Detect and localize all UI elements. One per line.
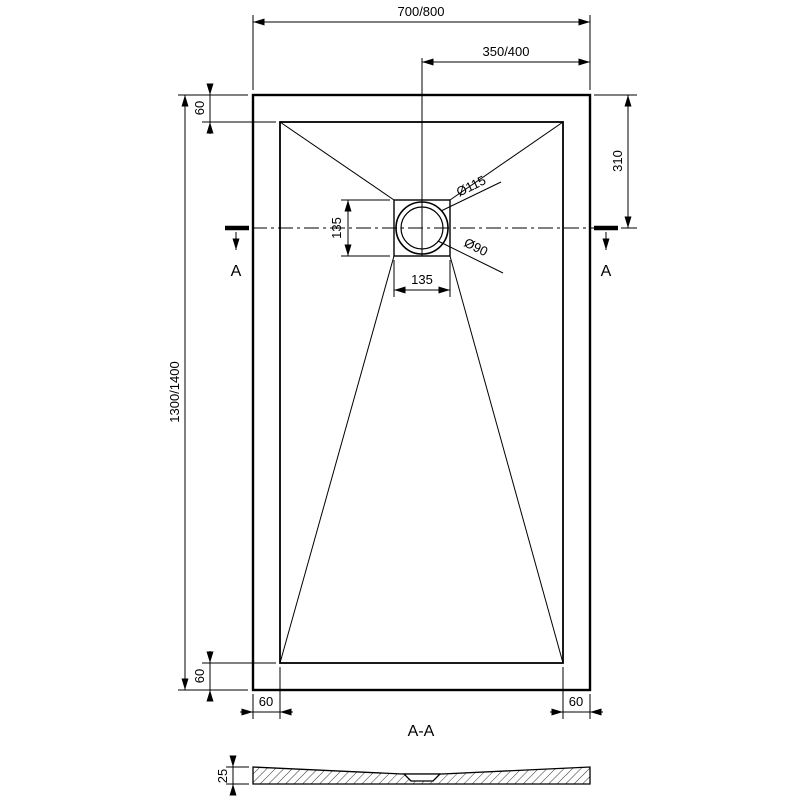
leader-line xyxy=(437,240,504,274)
dim-overall-length: 1300/1400 xyxy=(167,94,248,691)
dim-tray-thickness-label: 25 xyxy=(215,769,230,783)
dim-border-bottom-label: 60 xyxy=(192,669,207,683)
dim-border-right-label: 60 xyxy=(569,694,583,709)
dim-tray-thickness: 25 xyxy=(215,755,249,796)
dim-drain-box-width: 135 xyxy=(393,260,451,297)
slope-line-top-right xyxy=(449,121,564,201)
dim-border-bottom: 60 xyxy=(192,651,276,702)
dim-border-left: 60 xyxy=(240,667,293,719)
dim-overall-width: 700/800 xyxy=(252,4,591,90)
slope-line-bottom-right xyxy=(449,255,564,664)
dim-border-left-label: 60 xyxy=(259,694,273,709)
dim-overall-width-label: 700/800 xyxy=(398,4,445,19)
section-mark-left-label: A xyxy=(231,263,242,280)
dim-border-top: 60 xyxy=(192,83,276,134)
dim-drain-offset: 350/400 xyxy=(422,44,590,66)
section-cut-line: A A xyxy=(225,225,618,280)
slope-line-bottom-left xyxy=(279,255,395,664)
dim-drain-box-height: 135 xyxy=(329,199,390,257)
leader-drain-inner-diameter: Ø90 xyxy=(437,235,504,274)
dim-border-top-label: 60 xyxy=(192,101,207,115)
dim-drain-offset-label: 350/400 xyxy=(483,44,530,59)
dim-drain-from-top-label: 310 xyxy=(610,150,625,172)
section-title: A-A xyxy=(408,723,435,740)
dim-drain-from-top: 310 xyxy=(594,94,637,229)
slope-line-top-left xyxy=(279,121,395,201)
drain-outer-diameter-label: Ø115 xyxy=(454,172,488,199)
drain-inner-diameter-label: Ø90 xyxy=(462,235,491,259)
section-mark-right-label: A xyxy=(601,263,612,280)
tray-plan-view xyxy=(251,58,592,692)
drain-recess-section xyxy=(402,773,442,782)
leader-line xyxy=(440,181,502,212)
section-view: A-A 25 xyxy=(215,723,591,796)
dim-overall-length-label: 1300/1400 xyxy=(167,361,182,422)
dim-drain-box-height-label: 135 xyxy=(329,217,344,239)
dim-border-right: 60 xyxy=(550,667,603,719)
dim-drain-box-width-label: 135 xyxy=(411,272,433,287)
